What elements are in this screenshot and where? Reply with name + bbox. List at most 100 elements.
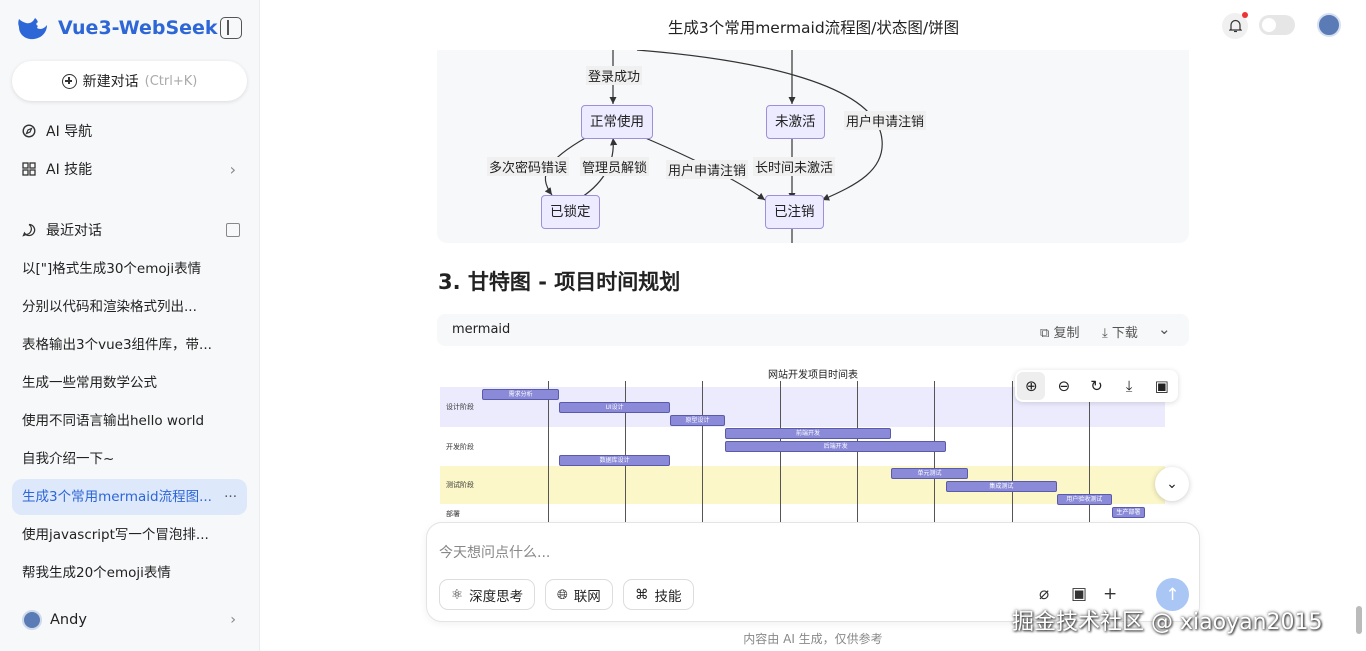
brand[interactable]: Vue3-WebSeek [16, 12, 218, 44]
nav-label: AI 导航 [46, 124, 93, 140]
history-item[interactable]: 使用javascript写一个冒泡排... [12, 517, 247, 553]
clear-history-icon[interactable] [226, 223, 240, 237]
gantt-section-label: 部署 [446, 509, 460, 518]
atom-icon: ⚛ [451, 586, 464, 603]
gantt-task-bar: 原型设计 [669, 415, 726, 427]
download-button[interactable]: ⤓ 下载 [1102, 322, 1138, 341]
page-title: 生成3个常用mermaid流程图/状态图/饼图 [667, 19, 960, 37]
theme-toggle[interactable] [1259, 15, 1295, 35]
state-diagram: 登录成功 用户申请注销 多次密码错误 管理员解锁 用户申请注销 长时间未激活 正… [437, 50, 1189, 243]
section-heading: 3. 甘特图 - 项目时间规划 [438, 270, 681, 294]
message-input[interactable]: 今天想问点什么... [439, 545, 551, 561]
chat-composer: 今天想问点什么... ⚛ 深度思考 🌐︎ 联网 ⌘ 技能 ⌀ ▣ + ↑ [426, 522, 1200, 622]
gantt-task-bar: 数据库设计 [559, 454, 670, 466]
edge-label: 登录成功 [586, 66, 643, 85]
copy-label: 复制 [1053, 326, 1080, 341]
gantt-task-bar: 集成测试 [946, 480, 1057, 492]
history-label: 以["]格式生成30个emoji表情 [22, 261, 202, 277]
gantt-section [440, 504, 1165, 523]
history-label: 使用不同语言输出hello world [22, 413, 205, 429]
scrollbar[interactable] [1356, 606, 1362, 634]
download-icon: ⤓ [1102, 326, 1108, 341]
history-item-active[interactable]: 生成3个常用mermaid流程图... ··· [12, 479, 247, 515]
gantt-title: 网站开发项目时间表 [768, 370, 858, 381]
history-item[interactable]: 表格输出3个vue3组件库，带... [12, 327, 247, 363]
more-options-icon[interactable]: ··· [224, 489, 237, 505]
chip-label: 技能 [654, 588, 682, 605]
scroll-to-bottom-button[interactable]: ⌄ [1155, 467, 1189, 501]
deep-think-button[interactable]: ⚛ 深度思考 [439, 579, 536, 610]
state-node-cancelled: 已注销 [765, 195, 824, 229]
edge-label: 用户申请注销 [844, 111, 927, 130]
history-item[interactable]: 使用不同语言输出hello world [12, 403, 247, 439]
whale-logo-icon [18, 18, 47, 40]
state-node-inactive: 未激活 [766, 105, 825, 139]
skills-button[interactable]: ⌘ 技能 [623, 579, 694, 610]
chip-label: 深度思考 [469, 588, 524, 605]
gantt-task-bar: 单元测试 [890, 467, 969, 479]
shortcut-hint: (Ctrl+K) [144, 73, 198, 89]
compass-icon [22, 124, 36, 138]
history-label: 生成3个常用mermaid流程图... [22, 489, 212, 505]
user-menu[interactable]: Andy › [22, 610, 240, 630]
history-label: 生成一些常用数学公式 [22, 375, 157, 391]
history-item[interactable]: 生成一些常用数学公式 [12, 365, 247, 401]
new-chat-button[interactable]: 新建对话 (Ctrl+K) [12, 61, 247, 101]
plus-circle-icon [61, 73, 77, 89]
history-item[interactable]: 以["]格式生成30个emoji表情 [12, 251, 247, 287]
chevron-right-icon: › [230, 612, 236, 628]
globe-icon: 🌐︎ [557, 586, 568, 603]
nav-label: AI 技能 [46, 162, 93, 178]
apps-icon [22, 162, 36, 176]
chevron-down-icon[interactable]: ⌄ [1158, 320, 1171, 338]
history-label: 使用javascript写一个冒泡排... [22, 527, 209, 543]
history-item[interactable]: 帮我生成20个emoji表情 [12, 555, 247, 591]
download-icon[interactable]: ⤓ [1125, 377, 1133, 395]
gantt-task-bar: 需求分析 [482, 389, 560, 400]
chevron-right-icon: › [229, 159, 236, 179]
send-button[interactable]: ↑ [1156, 578, 1189, 611]
reset-icon[interactable]: ↻ [1090, 377, 1103, 395]
history-label: 表格输出3个vue3组件库，带... [22, 337, 212, 353]
state-node-locked: 已锁定 [541, 195, 600, 229]
bell-icon [1228, 19, 1242, 33]
history-label: 自我介绍一下~ [22, 451, 115, 467]
zoom-out-icon[interactable]: ⊖ [1057, 377, 1071, 395]
sidebar: Vue3-WebSeek 新建对话 (Ctrl+K) AI 导航 AI 技能 ›… [0, 0, 260, 651]
command-icon: ⌘ [635, 586, 649, 603]
copy-icon: ⧉ [1040, 326, 1050, 341]
history-item[interactable]: 自我介绍一下~ [12, 441, 247, 477]
gantt-grid-line [625, 381, 626, 523]
diagram-zoom-toolbar: ⊕ ⊖ ↻ ⤓ ▣ [1015, 370, 1178, 402]
gantt-grid-line [1089, 381, 1090, 523]
gantt-task-bar: 后端开发 [725, 441, 947, 453]
history-label: 分别以代码和渲染格式列出... [22, 299, 197, 315]
edge-label: 用户申请注销 [666, 160, 749, 179]
recent-header: 最近对话 [22, 220, 240, 240]
state-node-active: 正常使用 [581, 105, 653, 139]
chip-label: 联网 [573, 588, 601, 605]
gantt-section-label: 测试阶段 [446, 481, 474, 489]
web-search-button[interactable]: 🌐︎ 联网 [545, 579, 613, 610]
attach-icon[interactable]: ⌀ [1039, 584, 1050, 604]
image-upload-icon[interactable]: ▣ [1071, 584, 1088, 604]
chevron-down-icon: ⌄ [1166, 476, 1178, 492]
sidebar-toggle-icon[interactable] [220, 17, 242, 39]
nav-item-ai-nav[interactable]: AI 导航 [22, 121, 240, 141]
gantt-task-bar: 前端开发 [725, 428, 891, 440]
copy-button[interactable]: ⧉ 复制 [1040, 322, 1079, 341]
recent-label: 最近对话 [46, 223, 102, 239]
gantt-grid-line [702, 381, 703, 523]
avatar[interactable] [1317, 13, 1341, 37]
nav-item-ai-skills[interactable]: AI 技能 › [22, 159, 240, 179]
gantt-section-label: 设计阶段 [446, 403, 474, 411]
gantt-task-bar: 用户验收测试 [1056, 493, 1112, 505]
image-icon[interactable]: ▣ [1154, 377, 1169, 395]
user-name: Andy [50, 612, 87, 628]
notification-button[interactable] [1222, 12, 1248, 39]
zoom-in-icon[interactable]: ⊕ [1017, 372, 1046, 400]
code-language: mermaid [452, 322, 511, 337]
plus-icon[interactable]: + [1103, 584, 1118, 604]
edge-label: 长时间未激活 [753, 157, 836, 176]
history-item[interactable]: 分别以代码和渲染格式列出... [12, 289, 247, 325]
